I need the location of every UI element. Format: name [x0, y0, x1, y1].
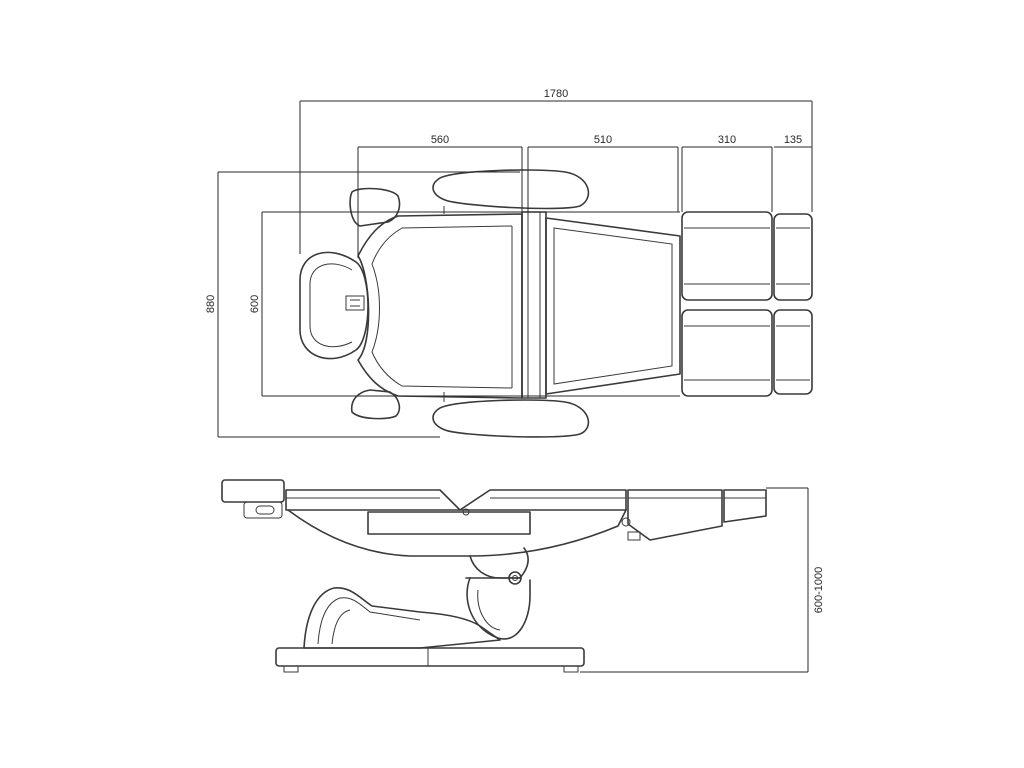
dim-label-backrest-length: 560	[431, 134, 449, 146]
dim-section-lengths: 560 510 310 135	[357, 134, 812, 258]
leg-section-upper	[681, 211, 773, 301]
armrest-lower	[432, 399, 590, 438]
dim-height-range: 600-1000	[580, 487, 825, 673]
dim-label-overall-width: 880	[205, 295, 217, 313]
foot-right	[563, 665, 579, 673]
dim-label-seat-length: 510	[594, 134, 612, 146]
dim-overall-width: 880	[205, 171, 520, 438]
hinge-column	[521, 211, 547, 399]
side-backrest	[285, 489, 627, 511]
side-base-arm	[303, 587, 501, 649]
headrest-clamp	[345, 295, 365, 311]
left-wing-lower	[350, 389, 401, 420]
dim-total-length: 1780	[299, 88, 813, 254]
left-wing-upper	[349, 187, 401, 227]
dim-label-body-width: 600	[249, 295, 261, 313]
dim-label-foot-length: 135	[784, 134, 802, 146]
top-view: 1780 560 510 310 135 880	[205, 88, 813, 438]
dim-body-width: 600	[249, 211, 680, 397]
side-view: 600-1000	[221, 479, 825, 673]
foot-left	[283, 665, 299, 673]
foot-section-upper	[773, 213, 813, 301]
leg-section-lower	[681, 309, 773, 397]
foot-section-lower	[773, 309, 813, 395]
side-armrest	[367, 511, 531, 535]
dim-label-height-range: 600-1000	[813, 567, 825, 614]
side-foot-rest	[723, 489, 767, 523]
side-base-plate	[275, 647, 585, 667]
dim-label-leg-length: 310	[718, 134, 736, 146]
side-headrest	[221, 479, 285, 503]
armrest-upper	[432, 169, 590, 210]
backrest	[357, 213, 523, 399]
seat	[545, 217, 681, 395]
dim-label-total-length: 1780	[544, 88, 568, 100]
